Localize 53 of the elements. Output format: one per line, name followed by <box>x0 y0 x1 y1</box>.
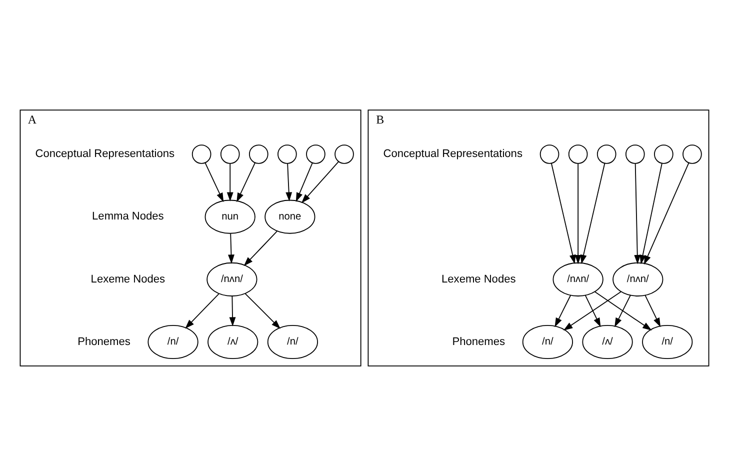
arrow <box>594 290 652 330</box>
arrow <box>296 162 313 202</box>
node-ellipse: /nʌn/ <box>612 262 664 296</box>
node-circle <box>192 144 212 164</box>
arrow <box>644 294 661 327</box>
label: Lemma Nodes <box>92 210 164 222</box>
arrow <box>204 162 224 202</box>
arrow <box>614 294 631 327</box>
arrow <box>584 294 601 327</box>
node-ellipse: nun <box>204 199 256 234</box>
node-ellipse: /ʌ/ <box>208 324 258 359</box>
node-circle <box>625 144 645 164</box>
arrow <box>550 162 576 264</box>
arrow <box>644 162 690 264</box>
arrow <box>236 162 256 202</box>
arrow <box>229 295 236 326</box>
arrow <box>228 232 234 264</box>
node-circle <box>568 144 588 164</box>
node-circle <box>654 144 674 164</box>
arrow <box>244 230 278 266</box>
node-ellipse: none <box>264 199 316 234</box>
node-circle <box>334 144 354 164</box>
arrow <box>563 290 622 330</box>
node-ellipse: /ʌ/ <box>582 324 633 359</box>
label: Lexeme Nodes <box>442 272 516 285</box>
label: Lexeme Nodes <box>90 272 166 285</box>
label: Conceptual Representations <box>383 148 522 160</box>
arrow <box>574 162 582 264</box>
arrow <box>301 160 340 203</box>
arrow <box>185 292 220 328</box>
node-ellipse: /n/ <box>642 324 693 359</box>
node-ellipse: /n/ <box>148 324 198 359</box>
node-circle <box>220 144 240 164</box>
label: Phonemes <box>78 335 130 348</box>
arrow <box>640 162 662 264</box>
arrow <box>554 294 571 327</box>
node-circle <box>540 144 560 164</box>
node-circle <box>306 144 326 164</box>
arrow <box>634 162 641 264</box>
arrow <box>226 162 234 201</box>
node-ellipse: /n/ <box>522 324 573 359</box>
node-circle <box>596 144 616 164</box>
node-circle <box>682 144 702 164</box>
arrow <box>286 162 292 201</box>
label: Conceptual Representations <box>35 148 175 160</box>
node-circle <box>248 144 268 164</box>
node-ellipse: /nʌn/ <box>206 262 258 296</box>
arrow <box>244 292 281 328</box>
node-ellipse: /nʌn/ <box>552 262 604 296</box>
label: Phonemes <box>452 335 506 348</box>
node-circle <box>278 144 297 164</box>
node-ellipse: /n/ <box>267 324 318 359</box>
arrow <box>580 162 606 264</box>
